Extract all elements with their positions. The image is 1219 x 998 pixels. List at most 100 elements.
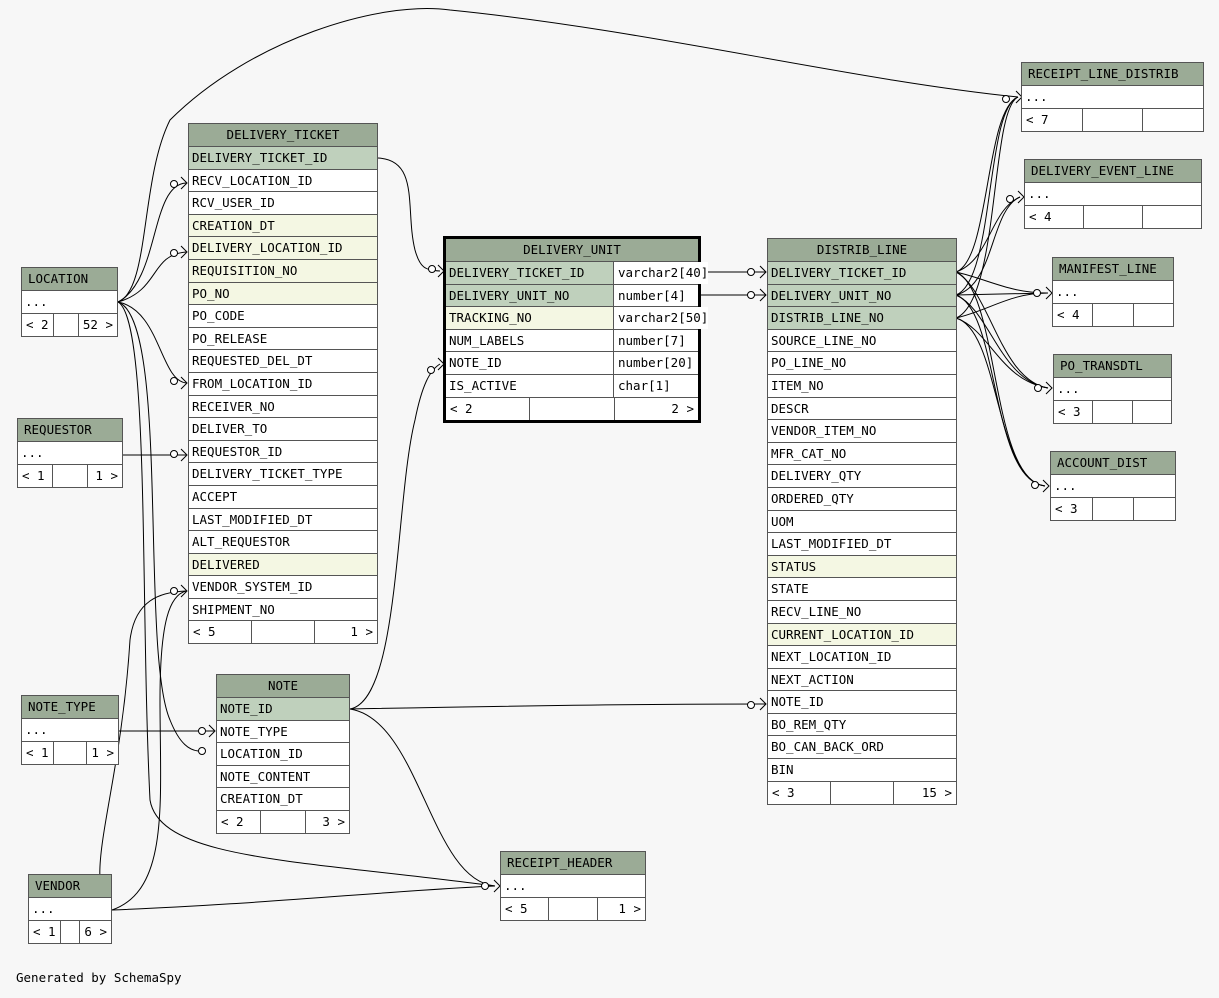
children-count[interactable]: 1 > — [618, 900, 641, 916]
row-count — [1093, 400, 1133, 423]
children-count[interactable] — [1134, 498, 1175, 520]
parents-count[interactable]: < 1 — [22, 741, 55, 764]
column-row: SHIPMENT_NO — [189, 598, 377, 622]
children-count[interactable]: 52 > — [82, 316, 113, 332]
column-row: BO_REM_QTY — [768, 713, 956, 737]
column-row: LOCATION_ID — [217, 743, 349, 766]
note-table[interactable]: NOTE NOTE_ID NOTE_TYPE LOCATION_ID NOTE_… — [216, 674, 350, 834]
collapsed-columns: ... — [29, 898, 111, 921]
column-row: CREATION_DT — [189, 214, 377, 238]
delivery-ticket-table[interactable]: DELIVERY_TICKET DELIVERY_TICKET_ID RECV_… — [188, 123, 378, 645]
zero-or-many-marker — [427, 366, 435, 374]
crow-foot — [759, 288, 767, 302]
po-transdtl-table[interactable]: PO_TRANSDTL ... < 3 — [1053, 354, 1172, 424]
column-row: DELIVERED — [189, 553, 377, 577]
distrib-line-table[interactable]: DISTRIB_LINE DELIVERY_TICKET_ID DELIVERY… — [767, 238, 957, 805]
parents-count[interactable]: < 4 — [1025, 205, 1084, 228]
table-header: LOCATION — [22, 268, 117, 291]
column-name: DELIVERY_UNIT_NO — [446, 284, 614, 307]
note-type-table[interactable]: NOTE_TYPE ... < 1 1 > — [21, 695, 119, 765]
crow-foot — [208, 724, 216, 738]
vendor-table[interactable]: VENDOR ... < 1 6 > — [28, 874, 112, 944]
parents-count[interactable]: < 4 — [1053, 303, 1094, 326]
column-name: NOTE_ID — [446, 352, 614, 374]
collapsed-columns: ... — [1025, 183, 1201, 206]
parents-count[interactable]: < 5 — [501, 897, 550, 920]
zero-or-many-marker — [747, 268, 755, 276]
children-count[interactable] — [1133, 401, 1171, 423]
parents-count[interactable]: < 2 — [22, 313, 54, 336]
collapsed-columns: ... — [1022, 86, 1203, 109]
table-footer: < 3 15 > — [768, 781, 956, 804]
zero-or-many-marker — [481, 882, 489, 890]
zero-or-many-marker — [1002, 95, 1010, 103]
children-count[interactable]: 1 > — [95, 467, 118, 483]
relationship-line — [955, 294, 1046, 487]
table-header: PO_TRANSDTL — [1054, 355, 1171, 378]
column-row: DELIVERY_UNIT_NO — [768, 284, 956, 308]
column-row: NOTE_CONTENT — [217, 765, 349, 789]
table-footer: < 5 1 > — [501, 897, 645, 920]
location-table[interactable]: LOCATION ... < 2 52 > — [21, 267, 118, 337]
receipt-line-distrib-table[interactable]: RECEIPT_LINE_DISTRIB ... < 7 — [1021, 62, 1204, 132]
column-row: DELIVERY_TICKET_TYPE — [189, 463, 377, 486]
relationship-line — [117, 182, 187, 303]
relationship-line — [955, 317, 1049, 389]
row-count — [61, 920, 81, 943]
children-count[interactable]: 15 > — [921, 784, 952, 800]
parents-count[interactable]: < 2 — [217, 810, 262, 833]
parents-count[interactable]: < 5 — [189, 621, 252, 644]
children-count[interactable]: 1 > — [91, 744, 114, 760]
children-count[interactable] — [1134, 304, 1173, 326]
receipt-header-table[interactable]: RECEIPT_HEADER ... < 5 1 > — [500, 851, 646, 921]
children-count[interactable]: 3 > — [322, 813, 345, 829]
zero-or-many-marker — [428, 265, 436, 273]
row-count — [1084, 205, 1143, 228]
requestor-table[interactable]: REQUESTOR ... < 1 1 > — [17, 418, 123, 488]
crow-foot — [180, 448, 188, 462]
parents-count[interactable]: < 2 — [446, 397, 531, 420]
delivery-event-line-table[interactable]: DELIVERY_EVENT_LINE ... < 4 — [1024, 159, 1202, 229]
manifest-line-table[interactable]: MANIFEST_LINE ... < 4 — [1052, 257, 1174, 327]
row-count — [831, 781, 894, 804]
column-row: PO_LINE_NO — [768, 352, 956, 375]
column-row: STATE — [768, 578, 956, 601]
collapsed-columns: ... — [1051, 475, 1175, 498]
row-count — [54, 741, 87, 764]
row-count — [54, 313, 79, 336]
parents-count[interactable]: < 1 — [18, 464, 53, 487]
relationship-line — [955, 271, 1049, 389]
zero-or-many-marker — [198, 727, 206, 735]
children-count[interactable]: 1 > — [350, 624, 373, 640]
column-name: DELIVERY_TICKET_ID — [446, 262, 614, 284]
parents-count[interactable]: < 3 — [768, 781, 831, 804]
relationship-line — [955, 271, 1049, 294]
column-row: CURRENT_LOCATION_ID — [768, 623, 956, 647]
parents-count[interactable]: < 7 — [1022, 108, 1083, 131]
crow-foot — [1045, 381, 1053, 395]
children-count[interactable] — [1143, 109, 1203, 131]
parents-count[interactable]: < 1 — [29, 920, 61, 943]
children-count[interactable] — [1143, 206, 1201, 228]
parents-count[interactable]: < 3 — [1054, 400, 1094, 423]
crow-foot — [180, 376, 188, 390]
column-row: BIN — [768, 759, 956, 782]
relationship-line — [955, 196, 1021, 296]
column-type: number[4] — [614, 284, 698, 307]
row-count — [1093, 303, 1134, 326]
relationship-line — [111, 590, 187, 911]
zero-or-many-marker — [747, 701, 755, 709]
parents-count[interactable]: < 3 — [1051, 497, 1093, 520]
zero-or-many-marker — [170, 249, 178, 257]
children-count[interactable]: 6 > — [84, 923, 107, 939]
column-row: VENDOR_SYSTEM_ID — [189, 576, 377, 599]
account-dist-table[interactable]: ACCOUNT_DIST ... < 3 — [1050, 451, 1176, 521]
column-row: LAST_MODIFIED_DT — [768, 533, 956, 556]
row-count — [1093, 497, 1135, 520]
children-count[interactable]: 2 > — [671, 400, 694, 416]
relationship-line — [349, 703, 767, 710]
zero-or-many-marker — [747, 291, 755, 299]
